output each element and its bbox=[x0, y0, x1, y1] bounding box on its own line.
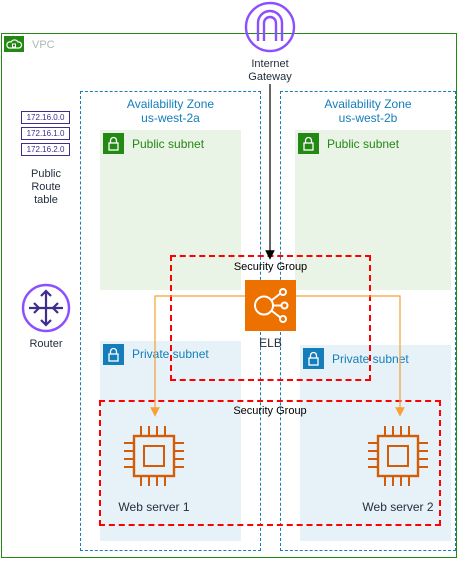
elb-icon bbox=[245, 280, 296, 331]
lock-icon bbox=[103, 133, 124, 154]
availability-zone-a-label: Availability Zone us-west-2a bbox=[80, 97, 261, 125]
public-subnet-b-label: Public subnet bbox=[327, 137, 400, 151]
route-entry: 172.16.1.0 bbox=[21, 127, 70, 140]
chip-icon bbox=[362, 420, 434, 492]
lock-icon bbox=[298, 133, 319, 154]
router-label: Router bbox=[29, 338, 63, 350]
router-icon bbox=[21, 283, 71, 333]
lock-icon bbox=[303, 348, 324, 369]
vpc-container bbox=[1, 33, 457, 558]
elb-label: ELB bbox=[259, 336, 282, 350]
vpc-label: VPC bbox=[32, 39, 55, 51]
availability-zone-a-title: Availability Zone bbox=[126, 97, 215, 111]
internet-gateway-label: Internet Gateway bbox=[232, 58, 308, 84]
public-subnet-b bbox=[295, 130, 451, 290]
internet-gateway-label-line1: Internet bbox=[251, 58, 289, 70]
route-table-icon: 172.16.0.0 172.16.1.0 172.16.2.0 bbox=[21, 111, 70, 156]
availability-zone-b-title: Availability Zone bbox=[324, 97, 412, 111]
route-table-label-line2: Route bbox=[31, 181, 61, 193]
route-entry: 172.16.0.0 bbox=[21, 111, 70, 124]
web-server-1-label: Web server 1 bbox=[118, 500, 190, 514]
internet-gateway-label-line2: Gateway bbox=[248, 71, 292, 83]
availability-zone-b-label: Availability Zone us-west-2b bbox=[280, 97, 456, 125]
route-entry: 172.16.2.0 bbox=[21, 143, 70, 156]
elb-to-web-server-1-arrow bbox=[150, 295, 245, 417]
web-security-group bbox=[99, 400, 441, 526]
availability-zone-a-region: us-west-2a bbox=[141, 111, 200, 125]
elb-security-group-label: Security Group bbox=[233, 261, 308, 273]
public-subnet-a-label: Public subnet bbox=[132, 137, 205, 151]
route-table-label-line1: Public bbox=[31, 168, 61, 180]
web-server-2-label: Web server 2 bbox=[362, 500, 434, 514]
elb-to-web-server-2-arrow bbox=[296, 295, 405, 417]
availability-zone-b-region: us-west-2b bbox=[338, 111, 398, 125]
web-security-group-label: Security Group bbox=[233, 405, 307, 417]
route-table-label: Public Route table bbox=[16, 168, 76, 207]
vpc-icon bbox=[4, 36, 24, 52]
chip-icon bbox=[118, 420, 190, 492]
internet-gateway-icon bbox=[244, 1, 296, 53]
lock-icon bbox=[103, 344, 124, 365]
route-table-label-line3: table bbox=[34, 194, 58, 206]
